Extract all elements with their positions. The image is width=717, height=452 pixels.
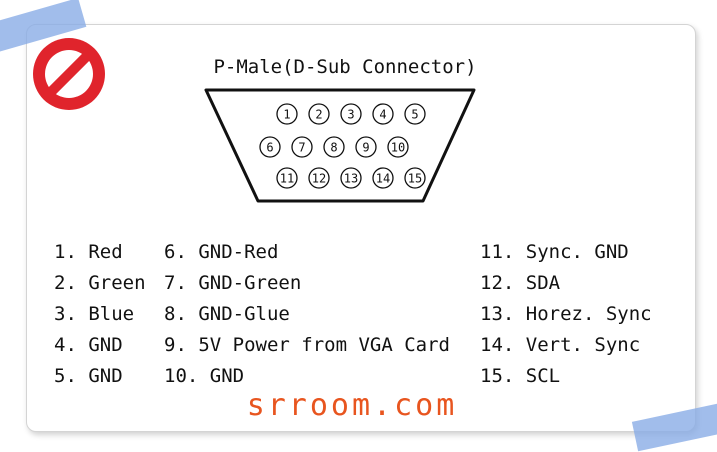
pin-number-label: 6	[266, 141, 273, 155]
pinout-item: 3. Blue	[54, 303, 135, 325]
pin-number-label: 7	[298, 141, 305, 155]
pinout-item: 5. GND	[54, 365, 123, 387]
pin-11: 11	[276, 167, 298, 189]
pin-10: 10	[387, 136, 409, 158]
pinout-item: 12. SDA	[480, 272, 561, 294]
pinout-column-3: 11. Sync. GND 12. SDA 13. Horez. Sync 14…	[480, 237, 652, 392]
pin-number-label: 2	[315, 108, 322, 122]
pin-number-label: 10	[391, 141, 405, 155]
pin-12: 12	[308, 167, 330, 189]
pin-13: 13	[340, 167, 362, 189]
pinout-item: 2. Green	[54, 272, 146, 294]
pin-6: 6	[259, 136, 281, 158]
pin-number-label: 1	[283, 108, 290, 122]
pin-number-label: 11	[280, 172, 294, 186]
pinout-item: 4. GND	[54, 334, 123, 356]
site-watermark: srroom.com	[246, 388, 458, 423]
pin-number-label: 15	[408, 172, 422, 186]
pinout-item: 13. Horez. Sync	[480, 303, 652, 325]
pinout-item: 15. SCL	[480, 365, 561, 387]
pin-2: 2	[308, 103, 330, 125]
pinout-item: 1. Red	[54, 241, 123, 263]
pinout-item: 6. GND-Red	[164, 241, 279, 263]
pin-8: 8	[323, 136, 345, 158]
pin-1: 1	[276, 103, 298, 125]
prohibition-icon	[33, 38, 105, 110]
pin-4: 4	[372, 103, 394, 125]
pin-number-label: 13	[344, 172, 358, 186]
pinout-column-1: 1. Red 2. Green 3. Blue 4. GND 5. GND	[54, 237, 146, 392]
pin-7: 7	[291, 136, 313, 158]
pinout-item: 8. GND-Glue	[164, 303, 290, 325]
pin-3: 3	[340, 103, 362, 125]
pin-15: 15	[404, 167, 426, 189]
pinout-item: 14. Vert. Sync	[480, 334, 641, 356]
connector-title: P-Male(D-Sub Connector)	[213, 56, 477, 78]
pin-number-label: 14	[376, 172, 390, 186]
pinout-item: 9. 5V Power from VGA Card	[164, 334, 450, 356]
pin-number-label: 4	[379, 108, 386, 122]
pinout-column-2: 6. GND-Red 7. GND-Green 8. GND-Glue 9. 5…	[164, 237, 450, 392]
pinout-item: 11. Sync. GND	[480, 241, 629, 263]
pin-14: 14	[372, 167, 394, 189]
pin-number-label: 5	[411, 108, 418, 122]
pin-number-label: 3	[347, 108, 354, 122]
pin-number-label: 9	[362, 141, 369, 155]
pinout-item: 10. GND	[164, 365, 245, 387]
pin-5: 5	[404, 103, 426, 125]
pinout-item: 7. GND-Green	[164, 272, 302, 294]
pin-number-label: 12	[312, 172, 326, 186]
pin-9: 9	[355, 136, 377, 158]
pin-number-label: 8	[330, 141, 337, 155]
